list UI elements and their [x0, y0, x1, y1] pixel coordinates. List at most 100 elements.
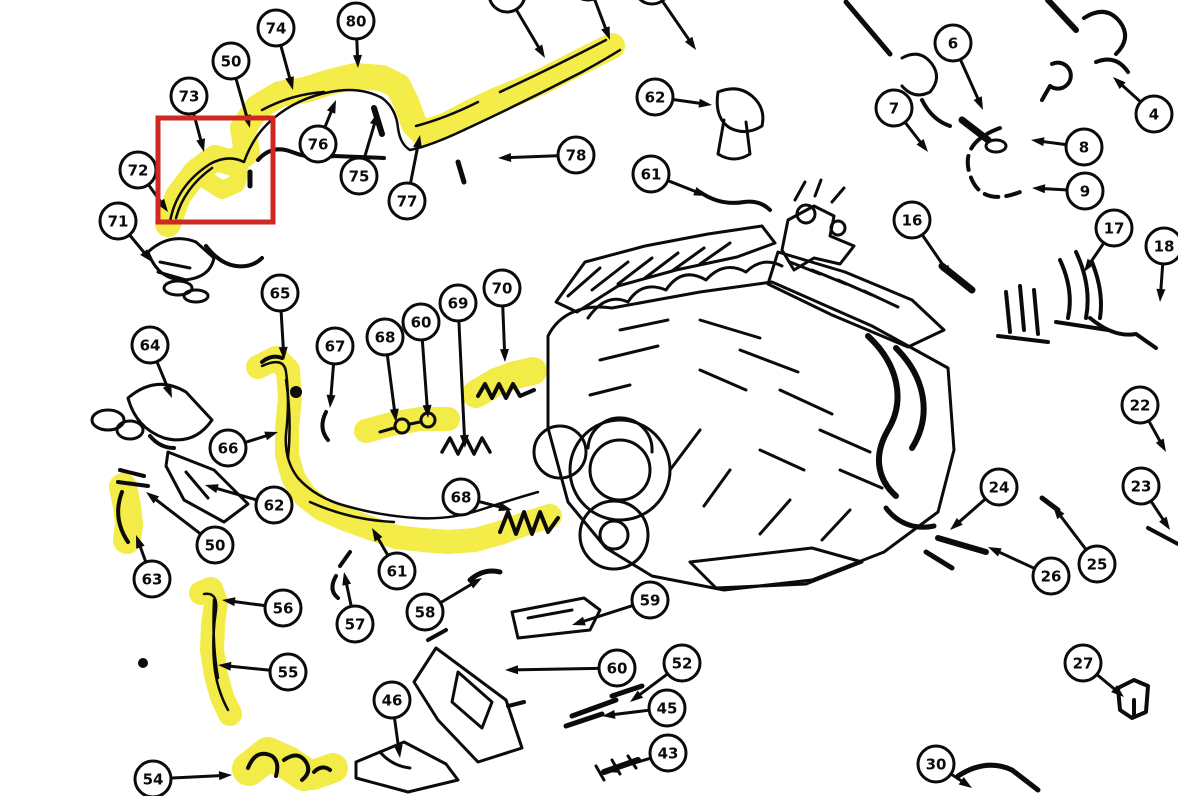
callout-number: 76: [308, 135, 329, 153]
callout-number: 78: [566, 146, 587, 164]
callout-4: 4: [1113, 77, 1174, 134]
leader-line: [279, 310, 285, 353]
callout-circle: [597, 648, 637, 688]
callout-58: 58: [405, 578, 482, 632]
leader-line: [234, 77, 250, 121]
arrowhead: [369, 112, 379, 126]
arrowhead: [1111, 685, 1124, 697]
callout-circle: [1031, 556, 1071, 596]
callout-circle: [377, 551, 417, 591]
callout-circle: [662, 643, 702, 683]
callout-circle: [631, 154, 671, 194]
callout-number: 26: [1041, 567, 1062, 585]
callout-64: 64: [130, 325, 172, 398]
leader-line: [244, 433, 271, 444]
highlight-bottom-hose-blob-a: [232, 737, 321, 791]
arrowhead: [222, 597, 236, 607]
callout-number: 43: [658, 744, 679, 762]
callout-number: 62: [264, 496, 285, 514]
arrowhead: [950, 518, 963, 530]
leader-line: [393, 717, 401, 751]
arrowhead: [498, 153, 512, 162]
callout-circle: [648, 733, 688, 773]
callout-7: 7: [874, 88, 928, 152]
callout-number: 52: [672, 654, 693, 672]
arrowhead: [393, 744, 403, 758]
callout-circle: [441, 477, 481, 517]
arrowhead: [285, 76, 294, 90]
arrowhead: [1113, 77, 1126, 90]
callout-number: 60: [607, 659, 628, 677]
leader-line: [229, 599, 266, 608]
leader-line: [477, 500, 505, 510]
arrowhead: [342, 572, 352, 586]
callout-circle: [315, 326, 355, 366]
callout-number: 67: [325, 337, 346, 355]
arrowhead: [1053, 506, 1065, 520]
callout-number: 61: [641, 165, 662, 183]
callout-22: 22: [1120, 385, 1166, 452]
callout-number: 80: [346, 12, 367, 30]
callout-circle: [211, 41, 251, 81]
callout-circle: [1065, 171, 1105, 211]
callout-50: 50: [211, 41, 251, 128]
red-annotation-box: [155, 115, 276, 225]
arrowhead: [389, 408, 399, 422]
arrowhead: [205, 484, 219, 493]
callout-number: 60: [411, 313, 432, 331]
leader-line: [1039, 187, 1068, 192]
callout-52: 52: [630, 643, 702, 702]
callout-circle: [98, 201, 138, 241]
callout-circle: [401, 302, 441, 342]
callout-number: 75: [349, 167, 370, 185]
callout-number: 25: [1087, 555, 1108, 573]
arrowhead: [601, 26, 610, 40]
highlight-middle-heater-hose: [246, 346, 562, 554]
leader-line: [994, 549, 1036, 570]
leader-line: [1096, 673, 1119, 693]
callout-circle: [1063, 643, 1103, 683]
leader-line: [457, 320, 467, 441]
callout-circle: [130, 325, 170, 365]
callout-circle: [556, 135, 596, 175]
arrowhead: [352, 54, 362, 68]
highlight-upper-heater-hose: [155, 33, 625, 237]
arrowhead: [1084, 258, 1096, 272]
leader-line: [593, 0, 609, 34]
leader-line: [128, 234, 148, 257]
callout-78: 78: [498, 135, 596, 175]
arrowhead: [422, 404, 432, 418]
callout-number: 45: [657, 699, 678, 717]
callout-number: 54: [143, 770, 164, 788]
leader-line: [515, 8, 542, 52]
callout-number: 72: [128, 161, 149, 179]
arrowhead: [1032, 184, 1046, 194]
callout-73: 73: [169, 76, 209, 152]
callout-circle: [208, 428, 248, 468]
callout-circle: [336, 1, 376, 41]
callout-circle: [260, 273, 300, 313]
leader-line: [385, 354, 397, 415]
callout-46: 46: [372, 680, 412, 758]
callout-80: 80: [336, 1, 376, 68]
callout-60: 60: [401, 302, 441, 418]
callout-number: 4: [1149, 105, 1159, 123]
callout-circle: [630, 580, 670, 620]
callout-number: 30: [926, 755, 947, 773]
engine-illustration: [532, 178, 956, 592]
parts-illustrations: [90, 0, 1178, 794]
arrowhead: [940, 264, 952, 278]
arrowhead: [684, 36, 696, 50]
callout-24: 24: [950, 467, 1019, 530]
callout-30: 30: [916, 744, 972, 788]
callout-number: 16: [902, 211, 923, 229]
callout-number: 9: [1080, 182, 1090, 200]
callout-number: 50: [205, 536, 226, 554]
callout-70: 70: [482, 268, 522, 362]
arrowhead: [498, 502, 512, 512]
arrowhead: [326, 100, 336, 114]
callout-number: 18: [1154, 237, 1175, 255]
callout-23: 23: [1121, 466, 1170, 530]
